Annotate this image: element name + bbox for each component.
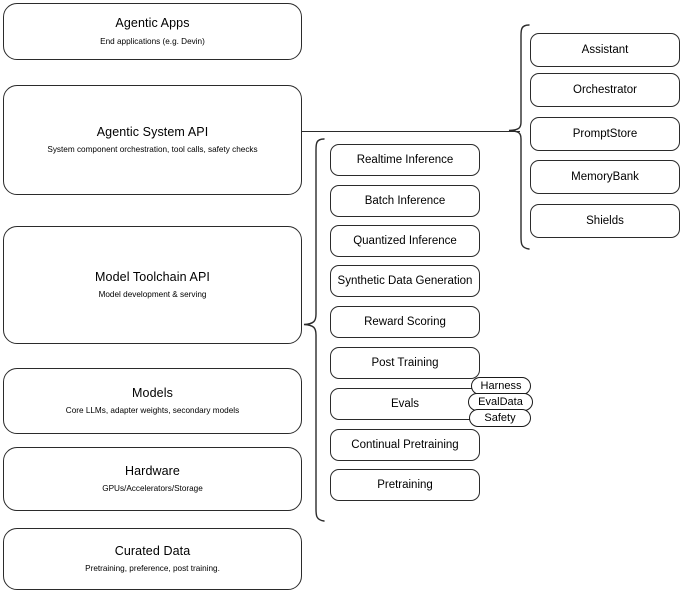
layer-title: Agentic System API (96, 124, 209, 139)
toolchain-item-label: Quantized Inference (353, 234, 457, 247)
system-component-assistant[interactable]: Assistant (530, 33, 680, 67)
brace-system-components (508, 24, 530, 250)
layer-subtitle: Core LLMs, adapter weights, secondary mo… (65, 406, 240, 416)
layer-title: Curated Data (114, 543, 191, 558)
layer-subtitle: Pretraining, preference, post training. (85, 564, 220, 574)
toolchain-item-realtime-inference[interactable]: Realtime Inference (330, 144, 480, 176)
layer-title: Hardware (125, 463, 180, 478)
system-component-orchestrator[interactable]: Orchestrator (530, 73, 680, 107)
system-component-memorybank[interactable]: MemoryBank (530, 160, 680, 194)
eval-pill-label: Safety (484, 412, 516, 424)
toolchain-item-label: Batch Inference (364, 194, 446, 207)
system-component-label: Assistant (581, 43, 629, 56)
system-component-label: Orchestrator (573, 83, 637, 96)
layer-subtitle: GPUs/Accelerators/Storage (102, 484, 203, 494)
toolchain-item-quantized-inference[interactable]: Quantized Inference (330, 225, 480, 257)
brace-toolchain (303, 138, 325, 522)
layer-card-models[interactable]: Models Core LLMs, adapter weights, secon… (3, 368, 302, 434)
eval-pill-label: Harness (480, 380, 522, 392)
toolchain-item-label: Evals (390, 397, 420, 410)
toolchain-item-label: Synthetic Data Generation (337, 274, 473, 287)
system-component-label: Shields (586, 214, 624, 227)
layer-card-model-toolchain-api[interactable]: Model Toolchain API Model development & … (3, 226, 302, 344)
toolchain-item-label: Realtime Inference (356, 153, 454, 166)
system-component-label: PromptStore (572, 127, 638, 140)
toolchain-item-post-training[interactable]: Post Training (330, 347, 480, 379)
layer-card-agentic-apps[interactable]: Agentic Apps End applications (e.g. Devi… (3, 3, 302, 60)
toolchain-item-label: Continual Pretraining (351, 438, 459, 451)
toolchain-item-synthetic-data-generation[interactable]: Synthetic Data Generation (330, 265, 480, 297)
connector-line-system-api (302, 131, 520, 132)
layer-card-curated-data[interactable]: Curated Data Pretraining, preference, po… (3, 528, 302, 590)
toolchain-item-continual-pretraining[interactable]: Continual Pretraining (330, 429, 480, 461)
layer-title: Model Toolchain API (95, 269, 210, 284)
layer-card-agentic-system-api[interactable]: Agentic System API System component orch… (3, 85, 302, 195)
system-component-promptstore[interactable]: PromptStore (530, 117, 680, 151)
layer-title: Agentic Apps (115, 16, 190, 31)
toolchain-item-label: Reward Scoring (364, 315, 446, 328)
toolchain-item-reward-scoring[interactable]: Reward Scoring (330, 306, 480, 338)
toolchain-item-evals[interactable]: Evals (330, 388, 480, 420)
toolchain-item-label: Post Training (371, 356, 439, 369)
system-component-shields[interactable]: Shields (530, 204, 680, 238)
layer-card-hardware[interactable]: Hardware GPUs/Accelerators/Storage (3, 447, 302, 511)
layer-subtitle: End applications (e.g. Devin) (100, 36, 205, 46)
toolchain-item-pretraining[interactable]: Pretraining (330, 469, 480, 501)
eval-pill-safety[interactable]: Safety (469, 409, 531, 427)
system-component-label: MemoryBank (571, 170, 639, 183)
toolchain-item-label: Pretraining (377, 478, 433, 491)
eval-pill-evaldata[interactable]: EvalData (468, 393, 533, 411)
layer-subtitle: System component orchestration, tool cal… (47, 145, 258, 155)
eval-pill-label: EvalData (478, 396, 523, 408)
layer-subtitle: Model development & serving (98, 290, 207, 300)
layer-title: Models (132, 385, 173, 400)
toolchain-item-batch-inference[interactable]: Batch Inference (330, 185, 480, 217)
